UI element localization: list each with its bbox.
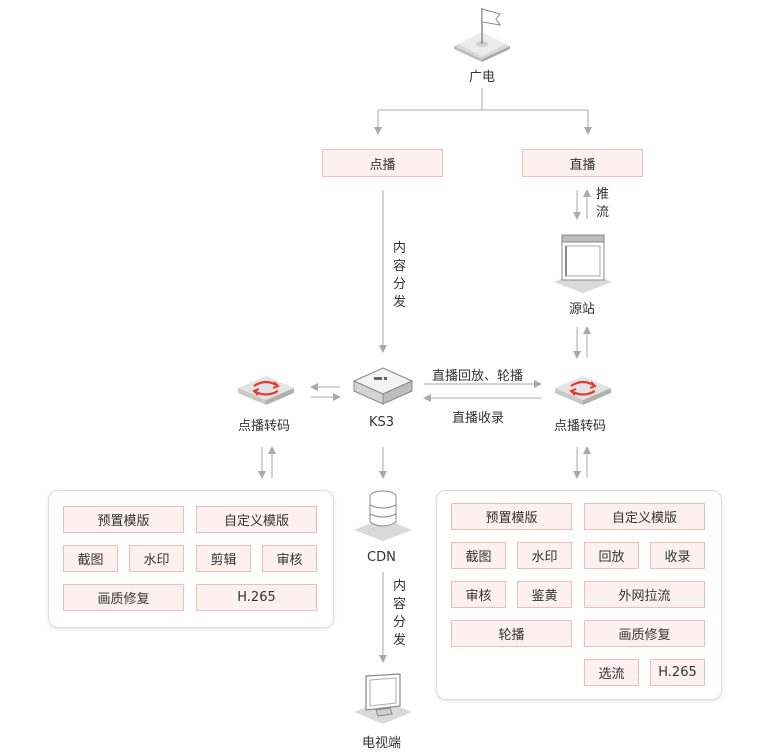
- database-icon: [354, 490, 412, 541]
- push-stream-label: 推流: [596, 187, 610, 220]
- live-record-label: 直播收录: [452, 411, 505, 426]
- right-custom-template: 自定义模版: [584, 503, 705, 530]
- origin-label: 源站: [569, 302, 596, 317]
- server-icon: [554, 234, 612, 293]
- right-transcode-label: 点播转码: [554, 419, 607, 434]
- right-carousel: 轮播: [451, 620, 572, 647]
- content-distribution-label-bottom: 内容分发: [393, 579, 407, 648]
- vod-box: 点播: [322, 149, 443, 177]
- content-distribution-label: 内容分发: [393, 241, 407, 310]
- cdn-label: CDN: [367, 550, 396, 565]
- left-screenshot: 截图: [63, 545, 118, 572]
- monitor-icon: [354, 673, 412, 724]
- left-quality-repair: 画质修复: [63, 584, 184, 611]
- ks3-label: KS3: [369, 415, 395, 430]
- right-external-pull: 外网拉流: [584, 581, 705, 608]
- right-quality-repair: 画质修复: [584, 620, 705, 647]
- right-select-stream: 选流: [584, 659, 639, 686]
- left-review: 审核: [262, 545, 317, 572]
- left-h265: H.265: [196, 584, 317, 611]
- transcode-icon-left: [238, 376, 294, 405]
- right-playback: 回放: [584, 542, 639, 569]
- live-playback-carousel-label: 直播回放、轮播: [432, 369, 524, 384]
- right-h265: H.265: [650, 659, 705, 686]
- broadcast-label: 广电: [469, 70, 496, 85]
- left-custom-template: 自定义模版: [196, 506, 317, 533]
- right-porn-detect: 鉴黄: [517, 581, 572, 608]
- right-record: 收录: [650, 542, 705, 569]
- left-watermark: 水印: [129, 545, 184, 572]
- live-box: 直播: [522, 149, 643, 177]
- right-screenshot: 截图: [451, 542, 506, 569]
- left-preset-template: 预置模版: [63, 506, 184, 533]
- right-review: 审核: [451, 581, 506, 608]
- storage-device-icon: [352, 367, 414, 405]
- transcode-icon-right: [555, 376, 611, 405]
- right-watermark: 水印: [517, 542, 572, 569]
- flag-icon: [454, 8, 510, 62]
- right-preset-template: 预置模版: [451, 503, 572, 530]
- left-transcode-label: 点播转码: [238, 419, 291, 434]
- tv-label: 电视端: [362, 736, 402, 751]
- left-clip: 剪辑: [196, 545, 251, 572]
